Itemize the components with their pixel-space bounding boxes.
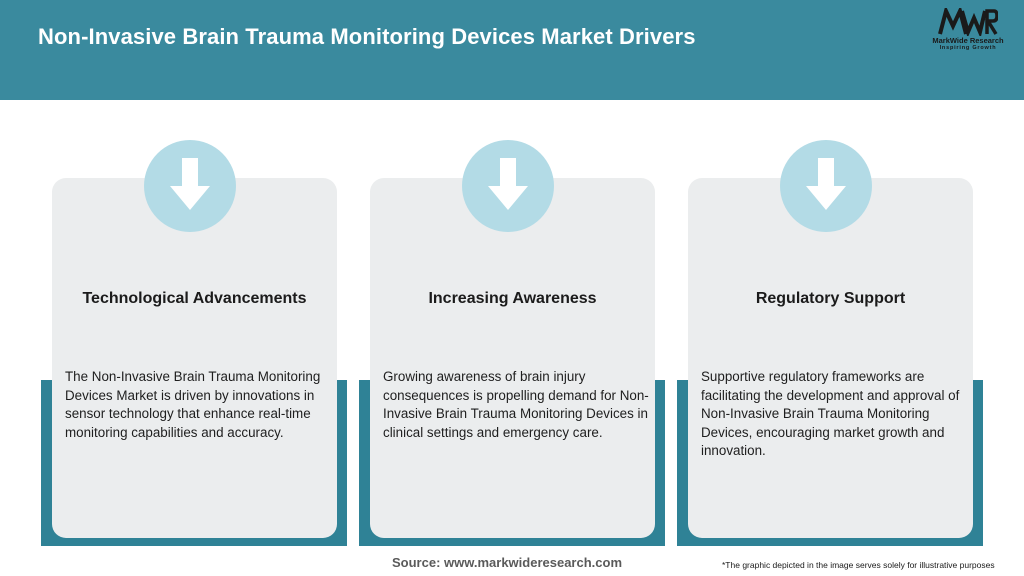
driver-column-2: Increasing Awareness Growing awareness o…	[359, 140, 669, 550]
card-title: Regulatory Support	[755, 290, 906, 307]
mwr-logo-icon	[938, 8, 998, 36]
logo: MarkWide Research Inspiring Growth	[920, 8, 1016, 58]
arrow-down-icon	[806, 158, 846, 210]
arrow-down-icon	[170, 158, 210, 210]
driver-card: Technological Advancements The Non-Invas…	[52, 178, 337, 538]
card-text: Growing awareness of brain injury conseq…	[383, 369, 649, 440]
disclaimer: *The graphic depicted in the image serve…	[722, 560, 995, 570]
logo-name: MarkWide Research	[932, 36, 1004, 45]
page-title: Non-Invasive Brain Trauma Monitoring Dev…	[38, 24, 696, 49]
driver-card: Increasing Awareness Growing awareness o…	[370, 178, 655, 538]
card-title: Increasing Awareness	[428, 290, 597, 307]
driver-card: Regulatory Support Supportive regulatory…	[688, 178, 973, 538]
arrow-down-icon	[488, 158, 528, 210]
icon-circle	[780, 140, 872, 232]
header-banner: Non-Invasive Brain Trauma Monitoring Dev…	[0, 0, 1024, 100]
driver-column-3: Regulatory Support Supportive regulatory…	[677, 140, 987, 550]
card-title: Technological Advancements	[82, 290, 307, 307]
source-credit: Source: www.markwideresearch.com	[392, 555, 623, 570]
card-text: Supportive regulatory frameworks are fac…	[701, 369, 960, 458]
icon-circle	[144, 140, 236, 232]
icon-circle	[462, 140, 554, 232]
card-text: The Non-Invasive Brain Trauma Monitoring…	[65, 369, 321, 440]
driver-column-1: Technological Advancements The Non-Invas…	[41, 140, 351, 550]
logo-tagline: Inspiring Growth	[939, 45, 997, 51]
